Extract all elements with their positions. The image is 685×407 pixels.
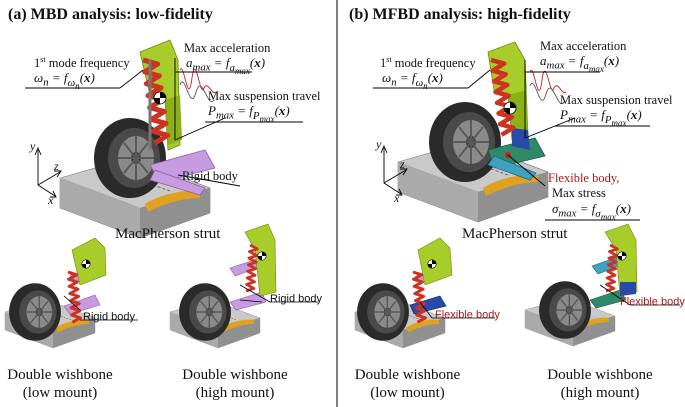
panel-b-low-mount-caption-2: (low mount) — [370, 385, 445, 401]
panel-a-axis-y: y — [30, 139, 36, 153]
panel-a-mode-frequency-formula: ωn = fωn(x) — [34, 70, 95, 91]
panel-a-max-acceleration-label: Max acceleration — [184, 41, 271, 55]
panel-a-max-suspension-label: Max suspension travel — [208, 89, 321, 103]
panel-b-title: (b) MFBD analysis: high-fidelity — [349, 6, 571, 23]
panel-a-low-mount-assembly — [4, 237, 138, 349]
panel-b-main-caption: MacPherson strut — [462, 226, 568, 242]
panel-b-response-plot — [524, 60, 576, 139]
panel-b-max-stress-formula: σmax = fσmax(x) — [552, 201, 631, 222]
panel-a-high-mount-tag: Rigid body — [270, 293, 322, 305]
panel-a-max-suspension-formula: Pmax = fPmax(x) — [208, 103, 290, 124]
panel-b-mode-frequency-formula: ωn = fωn(x) — [382, 70, 443, 91]
panel-b-axis-x: x — [394, 191, 400, 205]
panel-a-high-mount-caption-1: Double wishbone — [182, 367, 288, 383]
panel-b-axes-triad — [380, 144, 408, 196]
panel-b-low-mount-caption-1: Double wishbone — [354, 367, 461, 383]
panel-a-max-acceleration-formula: amax = famax(x) — [186, 55, 266, 76]
panel-b-low-mount-assembly — [354, 237, 495, 349]
panel-a-main-assembly — [25, 39, 303, 239]
panel-a-axes-triad — [34, 146, 62, 198]
panel-b-main-assembly — [373, 41, 650, 223]
panel-a-low-mount-tag: Rigid body — [83, 311, 135, 323]
panel-b-high-mount-assembly — [524, 223, 680, 347]
panel-a-axis-z: z — [54, 159, 59, 173]
panel-b-flexible-body-label: Flexible body, — [548, 171, 620, 185]
panel-b-max-suspension-formula: Pmax = fPmax(x) — [560, 107, 642, 128]
panel-a-high-mount-caption-2: (high mount) — [195, 385, 275, 401]
panel-b-axis-z: z — [400, 157, 405, 171]
panel-a-main-caption: MacPherson strut — [115, 226, 221, 242]
panel-b-max-stress-label: Max stress — [552, 186, 606, 200]
panel-a-mode-frequency-label: 1st mode frequency — [34, 55, 130, 71]
panel-b-max-acceleration-formula: amax = famax(x) — [540, 53, 620, 74]
panel-b-mode-frequency-label: 1st mode frequency — [380, 55, 476, 71]
panel-a-low-mount-caption-2: (low mount) — [22, 385, 98, 401]
panel-b-high-mount-tag: Flexible body — [620, 296, 685, 308]
panel-b-high-mount-caption-1: Double wishbone — [547, 367, 653, 383]
panel-b-max-suspension-label: Max suspension travel — [560, 93, 673, 107]
panel-b-axis-y: y — [376, 137, 382, 151]
panel-b-low-mount-tag: Flexible body — [435, 309, 500, 321]
panel-a-low-mount-caption-1: Double wishbone — [7, 367, 113, 383]
panel-b-high-mount-caption-2: (high mount) — [560, 385, 640, 401]
panel-a-title: (a) MBD analysis: low-fidelity — [8, 6, 213, 23]
panel-a-high-mount-assembly — [169, 223, 318, 349]
panel-a-rigid-body-label: Rigid body — [182, 169, 238, 183]
panel-a-axis-x: x — [48, 193, 54, 207]
panel-b-max-acceleration-label: Max acceleration — [540, 39, 627, 53]
